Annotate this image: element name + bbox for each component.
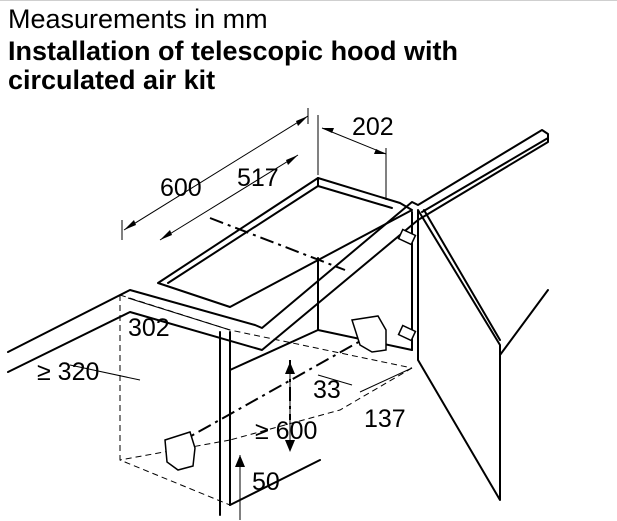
door-edge (423, 209, 501, 341)
dim-label-320: ≥ 320 (37, 358, 99, 386)
mounting-bracket-icon-right (351, 315, 387, 353)
mounting-bracket-icon-left (164, 431, 196, 471)
measurement-unit-note: Measurements in mm (8, 4, 268, 34)
dim-line-202 (321, 127, 387, 155)
arrow-600b-up (285, 362, 295, 374)
dim-line-517 (159, 154, 299, 241)
dim-line-137 (359, 367, 413, 393)
hinge-icon-lower (397, 324, 417, 342)
dim-line-302 (127, 297, 231, 331)
wall-rail (421, 137, 549, 213)
dim-label-137: 137 (364, 405, 406, 433)
arrow-517-right (286, 155, 298, 165)
dim-label-33: 33 (313, 376, 341, 404)
arrow-50-up (235, 455, 245, 467)
bottom-wall-line (229, 459, 321, 506)
page-title: Installation of telescopic hood with cir… (8, 36, 459, 95)
cabinet-top-slab (7, 129, 549, 373)
arrow-517-left (160, 230, 172, 240)
dim-label-202: 202 (352, 113, 394, 141)
hood-cutout (157, 177, 413, 308)
arrow-600-left (124, 220, 136, 230)
dim-label-600b: ≥ 600 (255, 417, 317, 445)
dim-label-517: 517 (237, 164, 279, 192)
centerline-top (209, 217, 346, 271)
arrow-600b-down (285, 440, 295, 452)
arrow-202-right (374, 149, 386, 154)
dim-label-600: 600 (160, 174, 202, 202)
dim-line-33 (317, 374, 353, 386)
cabinet-door (417, 209, 501, 501)
hidden-line-3 (229, 367, 413, 441)
arrow-600-right (296, 116, 308, 126)
hinge-icon-upper (397, 228, 417, 246)
header: Measurements in mm Installation of teles… (8, 6, 568, 95)
centerline-bottom (174, 329, 381, 446)
dim-label-50: 50 (252, 468, 280, 496)
dim-line-600 (123, 115, 309, 231)
lower-wall-line (499, 289, 549, 356)
arrow-202-left (322, 128, 334, 133)
top-border (0, 0, 617, 1)
dim-label-302: 302 (128, 314, 170, 342)
dim-line-320 (69, 364, 141, 381)
